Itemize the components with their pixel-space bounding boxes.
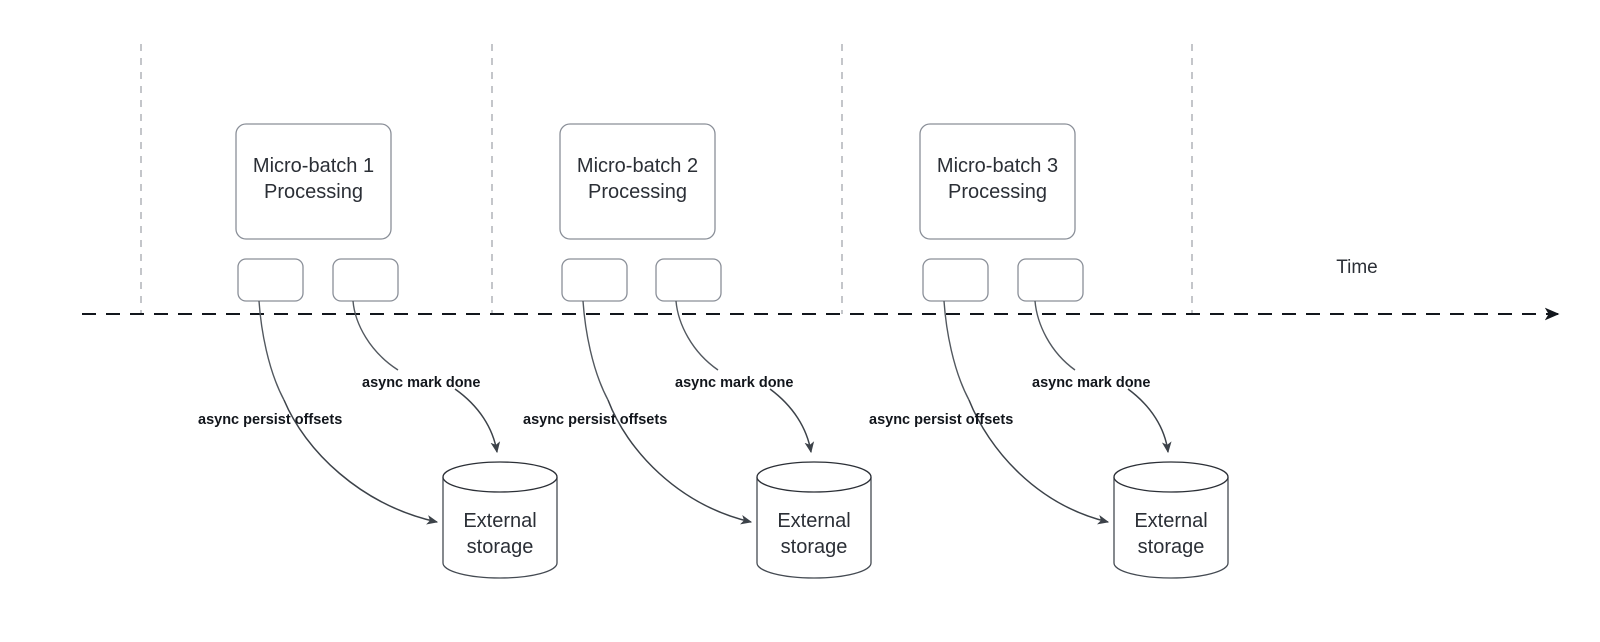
micro-batch-2-markdone-arrow [769, 388, 815, 454]
micro-batch-1-persist-label: async persist offsets [198, 412, 342, 428]
micro-batch-3-external-storage[interactable]: External storage [1113, 461, 1229, 579]
micro-batch-1-process-label-line1: Micro-batch 1 [253, 155, 374, 177]
micro-batch-1-markdone-label: async mark done [362, 375, 480, 391]
micro-batch-3-persist-label: async persist offsets [869, 412, 1013, 428]
micro-batch-3-storage-top [1113, 461, 1229, 493]
micro-batch-1-process-box[interactable] [235, 123, 392, 240]
micro-batch-1-process-label-line2: Processing [264, 181, 363, 203]
time-axis-label: Time [1336, 257, 1378, 278]
micro-batch-2-persist-task-box[interactable] [561, 258, 628, 302]
micro-batch-1-persist-connector [258, 300, 285, 401]
micro-batch-3-storage-label-line2: storage [1138, 536, 1205, 558]
micro-batch-1-storage-body [442, 477, 558, 579]
micro-batch-3-process-box[interactable] [919, 123, 1076, 240]
micro-batch-2-external-storage[interactable]: External storage [756, 461, 872, 579]
micro-batch-1-markdone-connector [352, 300, 399, 371]
micro-batch-2-storage-label-line1: External [777, 510, 850, 532]
micro-batch-2-storage-body [756, 477, 872, 579]
micro-batch-1-storage-label-line1: External [463, 510, 536, 532]
micro-batch-3-storage-label-line1: External [1134, 510, 1207, 532]
micro-batch-1-persist-arrow [283, 399, 439, 525]
micro-batch-2-storage-label-line2: storage [781, 536, 848, 558]
micro-batch-3-process-label-line1: Micro-batch 3 [937, 155, 1058, 177]
micro-batch-3-persist-connector [943, 300, 970, 401]
micro-batch-3-process-label-line2: Processing [948, 181, 1047, 203]
micro-batch-2-storage-top [756, 461, 872, 493]
micro-batch-2-process-label-line2: Processing [588, 181, 687, 203]
micro-batch-3-markdone-arrow [1127, 388, 1172, 454]
group-micro-batch-1: Micro-batch 1 Processing External storag… [198, 123, 558, 579]
micro-batch-2-markdone-task-box[interactable] [655, 258, 722, 302]
micro-batch-3-persist-task-box[interactable] [922, 258, 989, 302]
time-axis: Time [82, 257, 1560, 321]
micro-batch-2-markdone-label: async mark done [675, 375, 793, 391]
micro-batch-3-markdone-label: async mark done [1032, 375, 1150, 391]
time-dividers [140, 44, 1193, 314]
micro-batch-2-process-box[interactable] [559, 123, 716, 240]
micro-batch-1-markdone-arrow [454, 388, 501, 454]
micro-batch-1-markdone-task-box[interactable] [332, 258, 399, 302]
group-micro-batch-3: Micro-batch 3 Processing External storag… [869, 123, 1229, 579]
micro-batch-3-markdone-task-box[interactable] [1017, 258, 1084, 302]
micro-batch-2-persist-connector [582, 300, 609, 401]
micro-batch-3-markdone-connector [1034, 300, 1076, 371]
micro-batch-2-process-label-line1: Micro-batch 2 [577, 155, 698, 177]
micro-batch-1-persist-task-box[interactable] [237, 258, 304, 302]
micro-batch-3-persist-arrow [968, 399, 1110, 525]
micro-batch-1-storage-top [442, 461, 558, 493]
micro-batch-1-external-storage[interactable]: External storage [442, 461, 558, 579]
micro-batch-2-persist-label: async persist offsets [523, 412, 667, 428]
micro-batch-2-persist-arrow [607, 399, 753, 525]
group-micro-batch-2: Micro-batch 2 Processing External storag… [523, 123, 872, 579]
micro-batch-3-storage-body [1113, 477, 1229, 579]
micro-batch-2-markdone-connector [675, 300, 719, 371]
micro-batch-1-storage-label-line2: storage [467, 536, 534, 558]
